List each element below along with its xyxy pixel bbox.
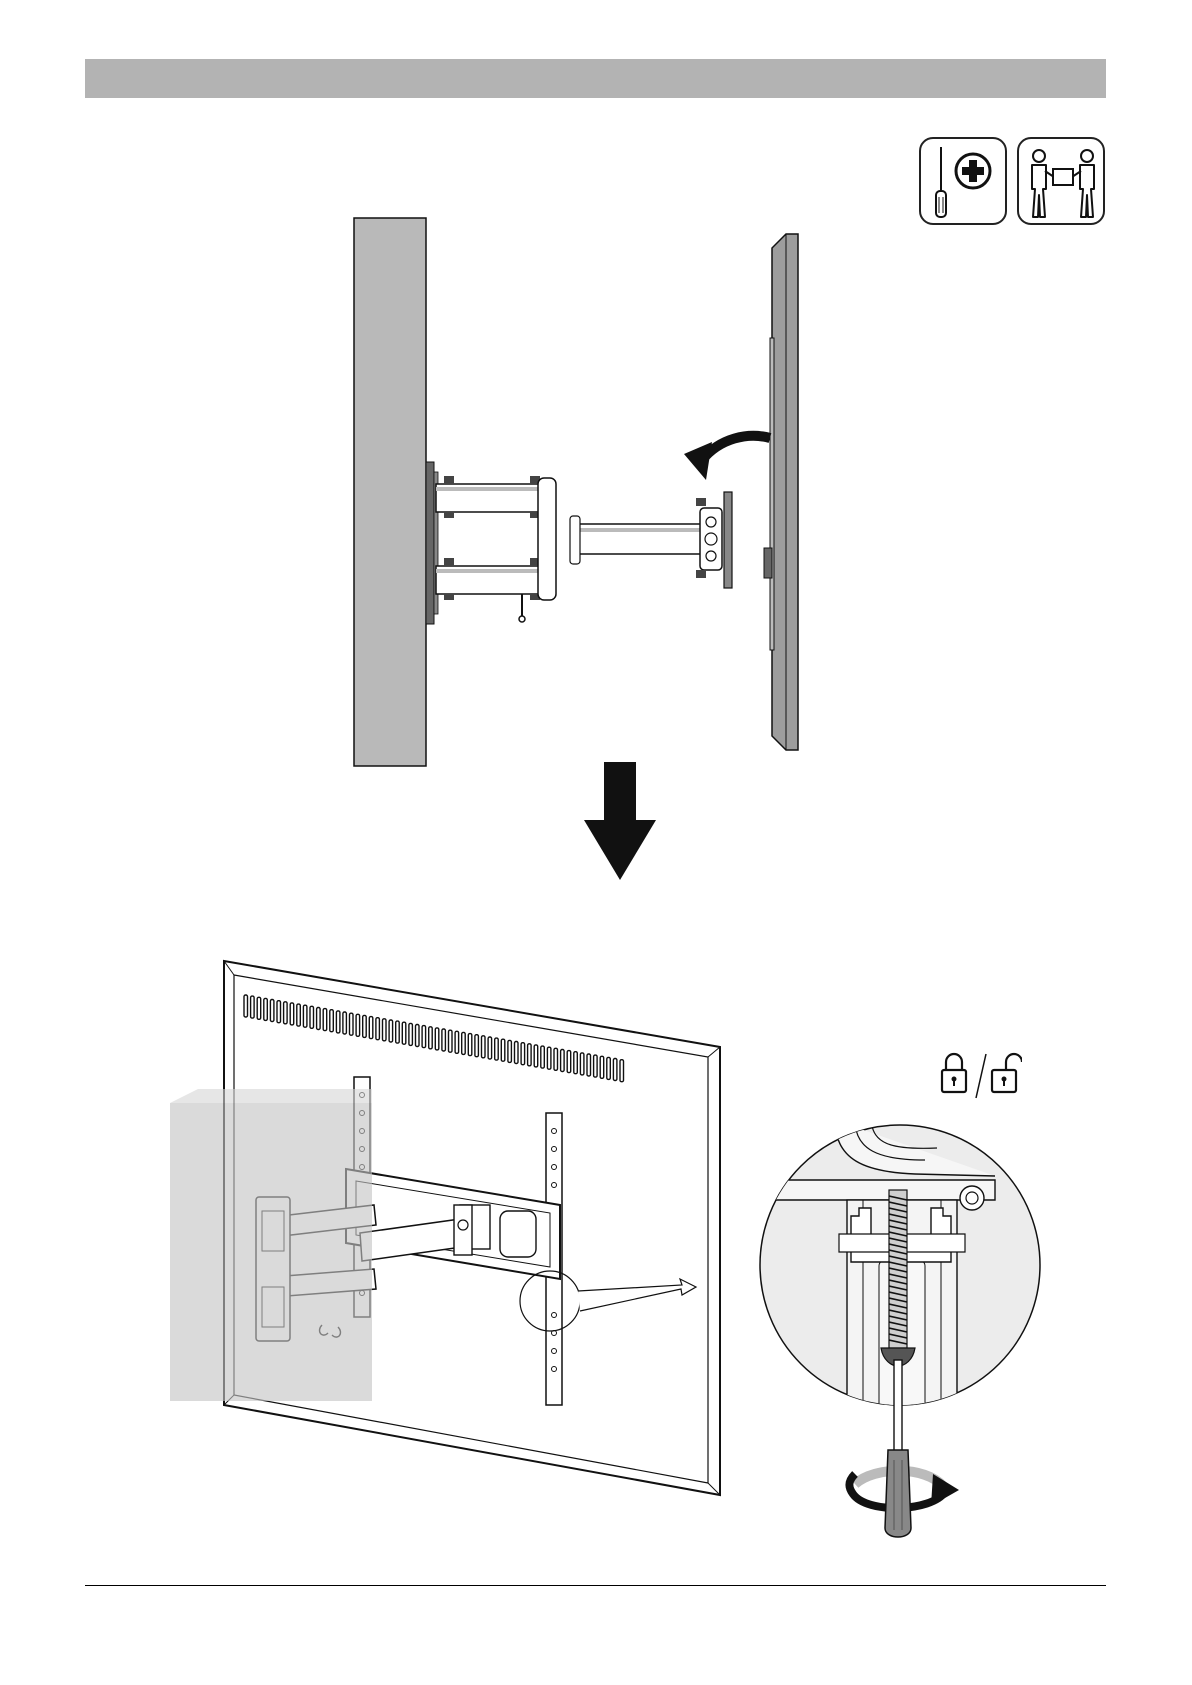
vent-slot — [521, 1043, 525, 1065]
vent-slot — [270, 1000, 274, 1022]
vent-slot — [422, 1026, 426, 1048]
vent-slot — [350, 1013, 354, 1035]
vent-slot — [356, 1014, 360, 1036]
vent-slot — [468, 1034, 472, 1056]
vent-slot — [462, 1032, 466, 1054]
vent-slot — [251, 996, 255, 1018]
vent-slot — [567, 1051, 571, 1073]
vent-slot — [508, 1040, 512, 1062]
wall — [354, 218, 426, 766]
vent-slot — [323, 1009, 327, 1031]
vent-slot — [620, 1060, 624, 1082]
elbow-joint — [538, 478, 556, 600]
screwdriver-tool-icon-box — [919, 137, 1007, 225]
vent-slot — [482, 1036, 486, 1058]
vent-slot — [561, 1050, 565, 1072]
vent-slot — [409, 1023, 413, 1045]
vent-slot — [363, 1015, 367, 1037]
vent-slot — [297, 1004, 301, 1026]
vent-slot — [290, 1003, 294, 1025]
vent-slot — [475, 1035, 479, 1057]
tv-side-view — [772, 234, 798, 750]
vent-slot — [613, 1059, 617, 1081]
vent-slot — [495, 1038, 499, 1060]
vent-slot — [416, 1025, 420, 1047]
vent-slot — [554, 1048, 558, 1070]
tilt-arrow — [702, 436, 770, 460]
vent-slot — [587, 1054, 591, 1076]
next-step-arrow — [584, 762, 656, 880]
vent-slot — [277, 1001, 281, 1023]
vent-slot — [257, 997, 261, 1019]
vent-slot — [336, 1011, 340, 1033]
screwdriver-handle — [885, 1450, 911, 1537]
screwdriver-shaft — [894, 1360, 902, 1452]
vent-slot — [244, 995, 248, 1017]
vent-slot — [455, 1031, 459, 1053]
unlocked-padlock-icon — [992, 1054, 1022, 1092]
lock-unlock-symbol — [940, 1050, 1022, 1100]
vent-slot — [449, 1030, 453, 1052]
vent-slot — [284, 1002, 288, 1024]
vent-slot — [574, 1052, 578, 1074]
vent-slot — [515, 1042, 519, 1064]
vent-slot — [264, 998, 268, 1020]
vent-slot — [594, 1055, 598, 1077]
vent-slot — [600, 1056, 604, 1078]
vent-slot — [303, 1005, 307, 1027]
wall-plate — [426, 462, 434, 624]
vent-slot — [317, 1008, 321, 1030]
vent-slot — [376, 1018, 380, 1040]
vent-slot — [402, 1022, 406, 1044]
safety-screw-detail — [755, 1120, 1045, 1545]
side-view-illustration — [340, 210, 820, 770]
vent-slot — [547, 1047, 551, 1069]
two-person-icon-box — [1017, 137, 1105, 225]
vent-slot — [330, 1010, 334, 1032]
vent-slot — [528, 1044, 532, 1066]
vent-slot — [310, 1006, 314, 1028]
mounting-plate — [724, 492, 732, 588]
locked-padlock-icon — [942, 1054, 966, 1092]
vent-slot — [343, 1012, 347, 1034]
vent-slot — [435, 1028, 439, 1050]
rear-view-illustration — [160, 955, 730, 1510]
header-bar — [85, 59, 1106, 98]
vent-slot — [541, 1046, 545, 1068]
footer-rule — [85, 1585, 1106, 1586]
vent-slot — [389, 1020, 393, 1042]
vent-slot — [534, 1045, 538, 1067]
vent-slot — [488, 1037, 492, 1059]
vent-slot — [383, 1019, 387, 1041]
vent-slot — [429, 1027, 433, 1049]
vent-slot — [501, 1039, 505, 1061]
vent-slot — [396, 1021, 400, 1043]
two-person-lift-icon — [1019, 139, 1107, 227]
vent-slot — [607, 1057, 611, 1079]
vent-slot — [369, 1017, 373, 1039]
phillips-screwdriver-icon — [921, 139, 1009, 227]
wall-rear — [170, 1103, 372, 1401]
vent-slot — [442, 1029, 446, 1051]
vent-slot — [580, 1053, 584, 1075]
